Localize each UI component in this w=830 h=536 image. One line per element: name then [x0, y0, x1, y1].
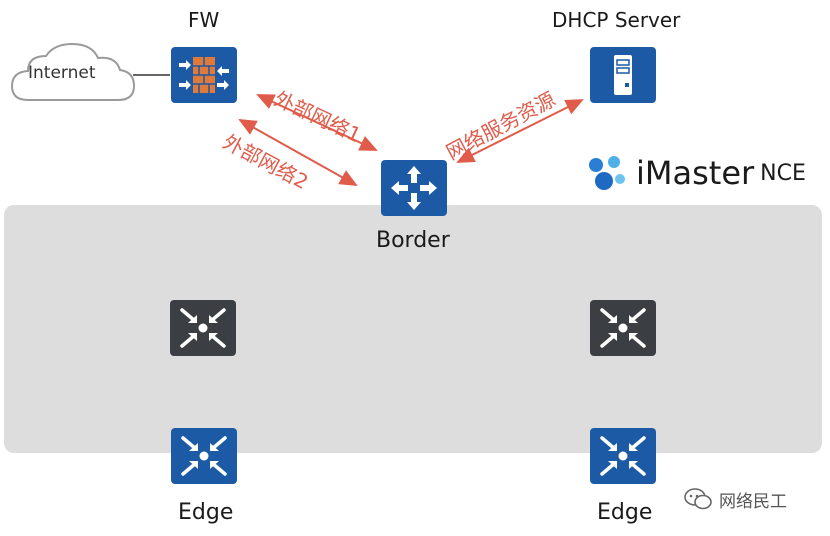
- chat-bubble-icon: [684, 488, 712, 510]
- internet-label: Internet: [28, 63, 96, 83]
- firewall-icon: [179, 57, 229, 93]
- switch-icon: [181, 436, 227, 476]
- switch-icon: [180, 308, 226, 348]
- internet-cloud-icon: [10, 42, 136, 101]
- intermediate-switch-right[interactable]: [590, 300, 656, 356]
- dhcp-server-label: DHCP Server: [552, 8, 681, 32]
- intermediate-switch-left[interactable]: [170, 300, 236, 356]
- edge-label-left: Edge: [178, 500, 234, 525]
- edge-switch-right[interactable]: [590, 428, 656, 484]
- ext-network-2-arrow: [238, 119, 358, 186]
- router-icon: [391, 166, 437, 210]
- dhcp-server-node[interactable]: [590, 47, 656, 103]
- edge-switch-left[interactable]: [171, 428, 237, 484]
- watermark-text: 网络民工: [719, 491, 787, 512]
- border-router-node[interactable]: [381, 160, 447, 216]
- server-icon: [614, 55, 632, 95]
- watermark: 网络民工: [683, 486, 787, 512]
- switch-icon: [600, 436, 646, 476]
- switch-icon: [600, 308, 646, 348]
- fabric-area: [4, 205, 822, 453]
- imaster-logo-icon: [589, 156, 625, 190]
- imaster-label: iMaster: [636, 154, 755, 192]
- border-label: Border: [376, 228, 450, 253]
- fw-label: FW: [188, 8, 220, 32]
- nce-label: NCE: [760, 160, 806, 186]
- firewall-node[interactable]: [171, 47, 237, 103]
- network-service-arrow: [456, 99, 584, 163]
- edge-label-right: Edge: [597, 500, 653, 525]
- imaster-nce-brand: iMaster NCE: [582, 153, 806, 193]
